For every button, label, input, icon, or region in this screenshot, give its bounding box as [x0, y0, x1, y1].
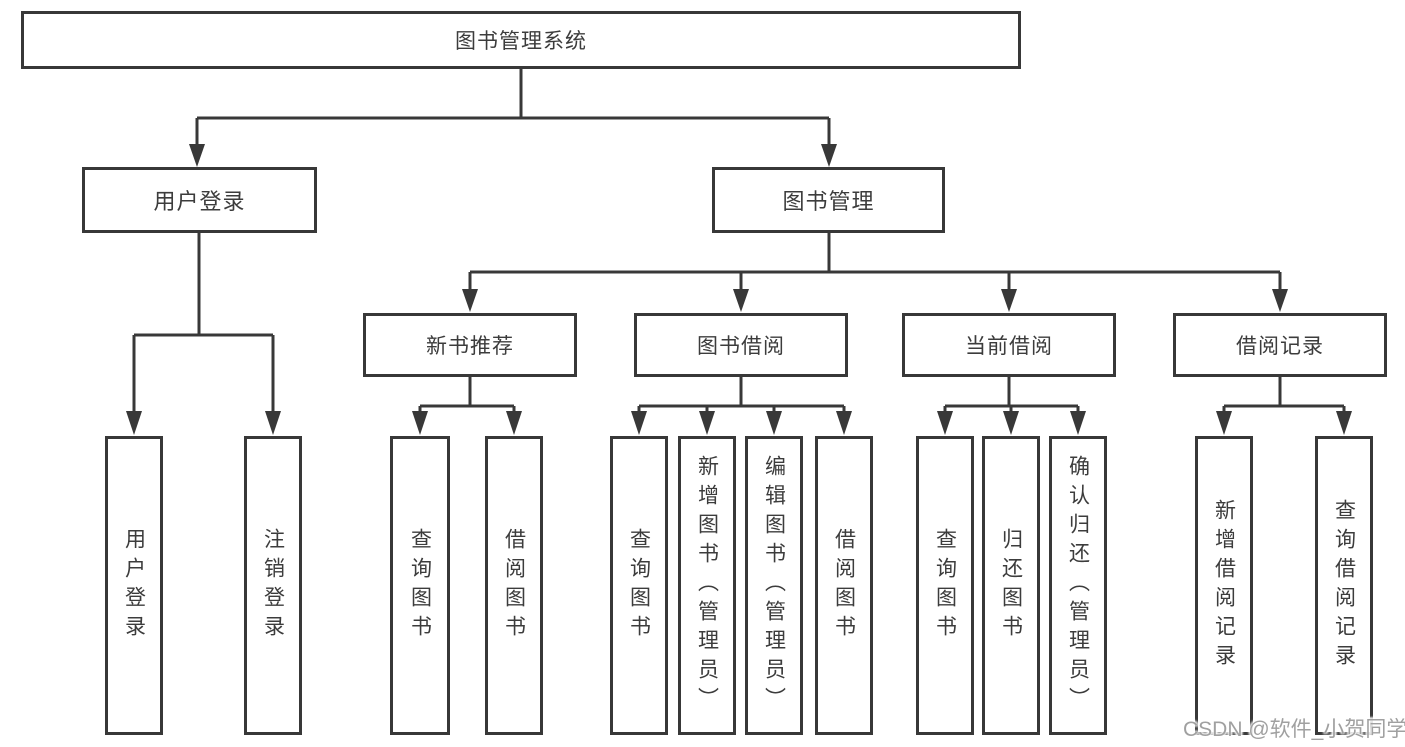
node-edit-books-admin: 编辑图书（管理员） — [745, 436, 803, 735]
node-new-book-recommend: 新书推荐 — [363, 313, 577, 377]
node-label: 新增图书（管理员） — [695, 455, 719, 716]
node-return-books: 归还图书 — [982, 436, 1040, 735]
node-borrow-books-recommend: 借阅图书 — [485, 436, 543, 735]
node-borrowing-records: 借阅记录 — [1173, 313, 1387, 377]
node-current-borrowing: 当前借阅 — [902, 313, 1116, 377]
node-label: 当前借阅 — [965, 335, 1053, 358]
node-confirm-return-admin: 确认归还（管理员） — [1049, 436, 1107, 735]
node-label: 借阅记录 — [1236, 335, 1324, 358]
node-label: 用户登录 — [122, 527, 146, 644]
csdn-watermark: CSDN @软件_小贺同学 — [1183, 718, 1405, 741]
node-library-management-system: 图书管理系统 — [21, 11, 1021, 69]
node-borrow-books: 借阅图书 — [815, 436, 873, 735]
node-label: 归还图书 — [999, 527, 1023, 644]
node-label: 借阅图书 — [832, 527, 856, 644]
node-label: 借阅图书 — [502, 527, 526, 644]
node-query-borrow-record: 查询借阅记录 — [1315, 436, 1373, 735]
node-label: 图书借阅 — [697, 335, 785, 358]
node-add-borrow-record: 新增借阅记录 — [1195, 436, 1253, 735]
node-label: 图书管理 — [782, 189, 875, 214]
node-book-management: 图书管理 — [712, 167, 945, 233]
node-label: 确认归还（管理员） — [1066, 455, 1090, 716]
node-label: 查询图书 — [933, 527, 957, 644]
node-user-login-leaf: 用户登录 — [105, 436, 163, 735]
node-label: 新增借阅记录 — [1212, 498, 1236, 673]
node-user-login: 用户登录 — [82, 167, 317, 233]
node-label: 编辑图书（管理员） — [762, 455, 786, 716]
node-label: 查询借阅记录 — [1332, 498, 1356, 673]
node-label: 新书推荐 — [426, 335, 514, 358]
node-logout-leaf: 注销登录 — [244, 436, 302, 735]
node-add-books-admin: 新增图书（管理员） — [678, 436, 736, 735]
node-query-books-borrow: 查询图书 — [610, 436, 668, 735]
node-label: 图书管理系统 — [455, 30, 587, 53]
node-book-borrowing: 图书借阅 — [634, 313, 848, 377]
node-label: 查询图书 — [627, 527, 651, 644]
node-query-books-current: 查询图书 — [916, 436, 974, 735]
node-query-books-recommend: 查询图书 — [390, 436, 450, 735]
node-label: 注销登录 — [261, 527, 285, 644]
node-label: 用户登录 — [153, 189, 246, 214]
node-label: 查询图书 — [408, 527, 432, 644]
